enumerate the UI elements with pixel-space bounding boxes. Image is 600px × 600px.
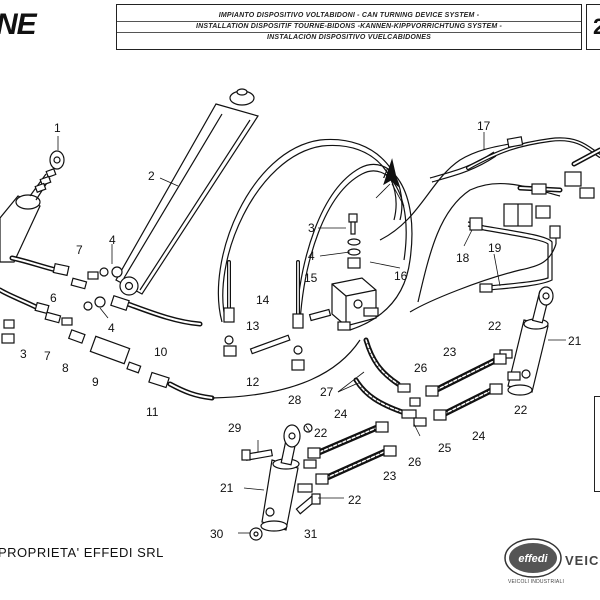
callout-26-a: 26 bbox=[414, 361, 428, 375]
callout-17: 17 bbox=[477, 119, 491, 133]
side-frame-box bbox=[594, 396, 600, 492]
fittings-bottom bbox=[241, 349, 521, 541]
callout-19: 19 bbox=[488, 241, 502, 255]
callout-18: 18 bbox=[456, 251, 470, 265]
callout-14: 14 bbox=[256, 293, 270, 307]
hose-23-24-set bbox=[307, 353, 507, 485]
callout-24-a: 24 bbox=[334, 407, 348, 421]
callout-30: 30 bbox=[210, 527, 224, 541]
callout-7-b: 7 bbox=[44, 349, 51, 363]
valve-block-15 bbox=[331, 277, 379, 331]
leader-lines bbox=[57, 132, 566, 534]
callout-2: 2 bbox=[148, 169, 155, 183]
title-line-3: INSTALACIÓN DISPOSITIVO VUELCABIDONES bbox=[117, 32, 581, 43]
callout-16: 16 bbox=[394, 269, 408, 283]
callout-22-c: 22 bbox=[314, 426, 328, 440]
ownership-notice: PROPRIETA' EFFEDI SRL bbox=[0, 545, 164, 560]
callout-numbers: 1 2 3 3 4 4 4 6 7 7 8 9 10 11 12 13 14 1… bbox=[20, 119, 582, 541]
callout-8: 8 bbox=[62, 361, 69, 375]
callout-28: 28 bbox=[288, 393, 302, 407]
title-line-1: IMPIANTO DISPOSITIVO VOLTABIDONI - CAN T… bbox=[218, 12, 480, 19]
callout-25: 25 bbox=[438, 441, 452, 455]
hose-vertical-14 bbox=[223, 260, 332, 371]
callout-22-d: 22 bbox=[348, 493, 362, 507]
callout-29: 29 bbox=[228, 421, 242, 435]
effedi-logo-text: effedi bbox=[518, 553, 548, 565]
brand-tagline: VEICOLI INDUSTRIALI bbox=[508, 579, 565, 585]
callout-10: 10 bbox=[154, 345, 168, 359]
callout-21-bottom: 21 bbox=[220, 481, 234, 495]
hose-25-26-27 bbox=[353, 337, 427, 427]
callout-4-c: 4 bbox=[308, 249, 315, 263]
bolt-part-3 bbox=[347, 213, 361, 269]
detail-a-marker: A bbox=[375, 158, 405, 207]
page-number: 2 bbox=[593, 14, 600, 39]
callout-7-a: 7 bbox=[76, 243, 83, 257]
callout-4-a: 4 bbox=[109, 233, 116, 247]
callout-24-b: 24 bbox=[472, 429, 486, 443]
fittings-left-cluster bbox=[1, 266, 142, 374]
title-block: IMPIANTO DISPOSITIVO VOLTABIDONI - CAN T… bbox=[116, 4, 582, 50]
hose-top-right-black bbox=[503, 147, 600, 239]
callout-12: 12 bbox=[246, 375, 260, 389]
callout-23-a: 23 bbox=[443, 345, 457, 359]
title-line-2: INSTALLATION DISPOSITIF TOURNE-BIDONS -K… bbox=[117, 21, 581, 32]
callout-13: 13 bbox=[246, 319, 260, 333]
hose-assembly-left bbox=[0, 255, 361, 401]
hose-18-19 bbox=[467, 217, 553, 293]
callout-23-b: 23 bbox=[383, 469, 397, 483]
callout-1: 1 bbox=[54, 121, 61, 135]
brand-logo-top-left: NE bbox=[0, 8, 37, 41]
callout-15: 15 bbox=[304, 271, 318, 285]
callout-21-right: 21 bbox=[568, 334, 582, 348]
callout-9: 9 bbox=[92, 375, 99, 389]
callout-27: 27 bbox=[320, 385, 334, 399]
brand-name-fragment: VEICO bbox=[565, 553, 600, 568]
callout-11: 11 bbox=[146, 405, 159, 419]
callout-22-a: 22 bbox=[488, 319, 502, 333]
callout-6: 6 bbox=[50, 291, 57, 305]
detail-a-label: A bbox=[383, 165, 393, 181]
callout-3-left: 3 bbox=[20, 347, 27, 361]
callout-26-b: 26 bbox=[408, 455, 422, 469]
effedi-logo: effedi bbox=[504, 538, 562, 578]
hydraulic-cylinder-bottom bbox=[260, 424, 301, 532]
callout-4-b: 4 bbox=[108, 321, 115, 335]
rod-eye-part-1 bbox=[34, 150, 65, 193]
callout-3-top: 3 bbox=[308, 221, 315, 235]
callout-22-b: 22 bbox=[514, 403, 528, 417]
page-number-box bbox=[586, 4, 600, 50]
hose-17 bbox=[429, 136, 600, 183]
hydraulic-cylinder-main bbox=[115, 88, 259, 296]
callout-31: 31 bbox=[304, 527, 318, 541]
